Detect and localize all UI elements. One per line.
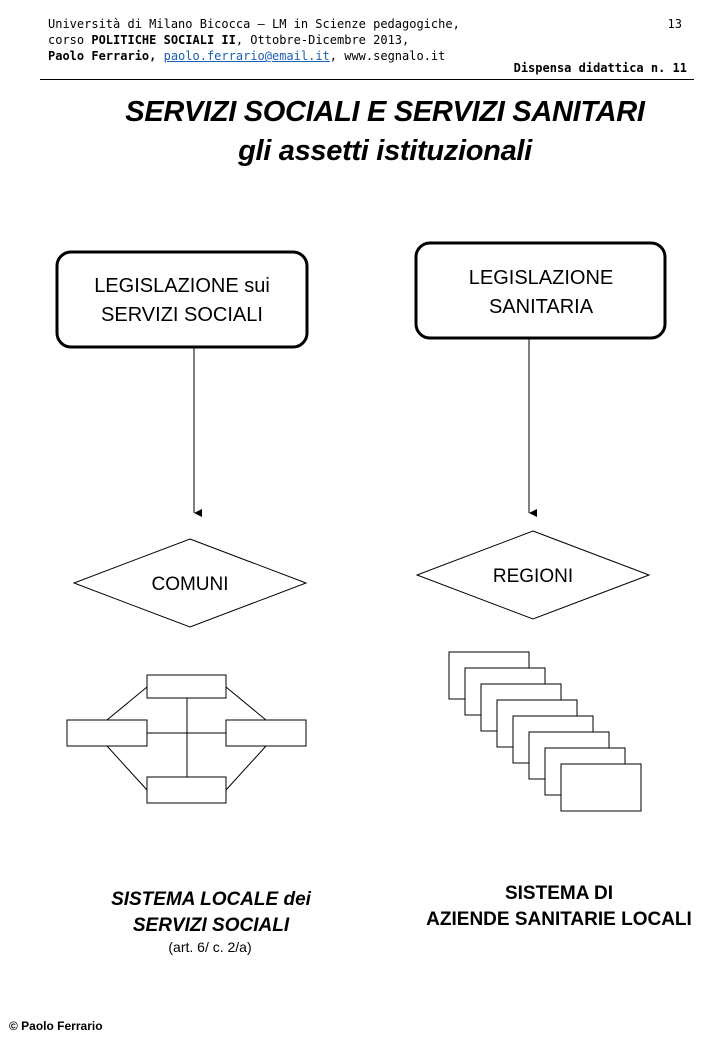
copyright-footer: © Paolo Ferrario: [9, 1019, 103, 1033]
right-caption: SISTEMA DI AZIENDE SANITARIE LOCALI: [404, 881, 714, 933]
left-caption-note: (art. 6/ c. 2/a): [168, 939, 252, 955]
right-box-label-line2: SANITARIA: [489, 296, 594, 318]
page-title: SERVIZI SOCIALI E SERVIZI SANITARI: [125, 96, 645, 128]
header-line-2: corso POLITICHE SOCIALI II, Ottobre-Dice…: [48, 32, 488, 48]
right-caption-line1: SISTEMA DI: [504, 883, 614, 904]
header-divider: [40, 79, 694, 80]
left-caption-line1: SISTEMA LOCALE dei: [111, 889, 311, 910]
left-caption-line2: SERVIZI SOCIALI: [132, 915, 290, 936]
right-box-label-line1: LEGISLAZIONE: [469, 267, 614, 289]
regioni-label: REGIONI: [493, 566, 573, 587]
header-separator: ,: [329, 49, 345, 63]
regioni-diamond: [415, 530, 651, 620]
network-node-top: [146, 674, 227, 699]
comuni-diamond: [72, 538, 308, 628]
network-node-right: [225, 719, 307, 747]
right-caption-line2: AZIENDE SANITARIE LOCALI: [426, 909, 692, 930]
author-email-link[interactable]: paolo.ferrario@email.it: [163, 49, 330, 63]
page-number: 13: [667, 17, 682, 31]
website-text: www.segnalo.it: [344, 49, 446, 63]
health-agencies-stack: [448, 651, 642, 812]
course-name: POLITICHE SOCIALI II: [91, 33, 236, 47]
network-node-bottom: [146, 776, 227, 804]
left-legislation-box: [55, 250, 309, 349]
comuni-label: COMUNI: [151, 574, 228, 595]
social-services-network: [66, 674, 307, 804]
left-box-label-line2: SERVIZI SOCIALI: [101, 304, 263, 326]
page-subtitle: gli assetti istituzionali: [238, 135, 532, 167]
dispensa-label: Dispensa didattica n. 11: [513, 61, 687, 75]
header-line-1: Università di Milano Bicocca – LM in Sci…: [48, 17, 460, 31]
header-line-2-suffix: , Ottobre-Dicembre 2013,: [235, 33, 410, 47]
left-caption: SISTEMA LOCALE dei SERVIZI SOCIALI: [88, 887, 334, 939]
right-legislation-box: [414, 241, 667, 340]
header-block: Università di Milano Bicocca – LM in Sci…: [48, 16, 488, 64]
author-name: Paolo Ferrario,: [48, 49, 157, 63]
header-line-3: Paolo Ferrario, paolo.ferrario@email.it,…: [48, 48, 488, 64]
header-line-2-prefix: corso: [48, 33, 92, 47]
left-box-label-line1: LEGISLAZIONE sui: [94, 275, 270, 297]
network-node-left: [66, 719, 148, 747]
